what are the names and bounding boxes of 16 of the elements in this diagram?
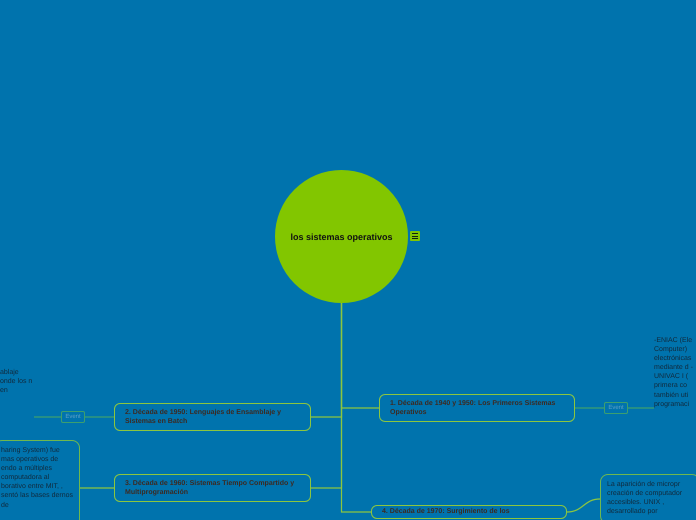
event-tag: [604, 402, 628, 414]
connector-line: [34, 416, 61, 418]
topic-box: [379, 394, 575, 422]
node-text: los sistemas operativos: [290, 232, 393, 242]
note-box: [600, 474, 696, 520]
event-tag: [61, 411, 85, 423]
connector-line: [628, 407, 654, 409]
topic-box: [114, 403, 311, 431]
connector-line: [566, 498, 600, 513]
connector-line: [340, 303, 371, 513]
connector-line: [85, 416, 114, 418]
connector-line: [575, 407, 604, 409]
note-box: [0, 440, 80, 520]
topic-box: [371, 505, 567, 519]
connector-line: [80, 487, 114, 489]
topic-box: [114, 474, 311, 502]
